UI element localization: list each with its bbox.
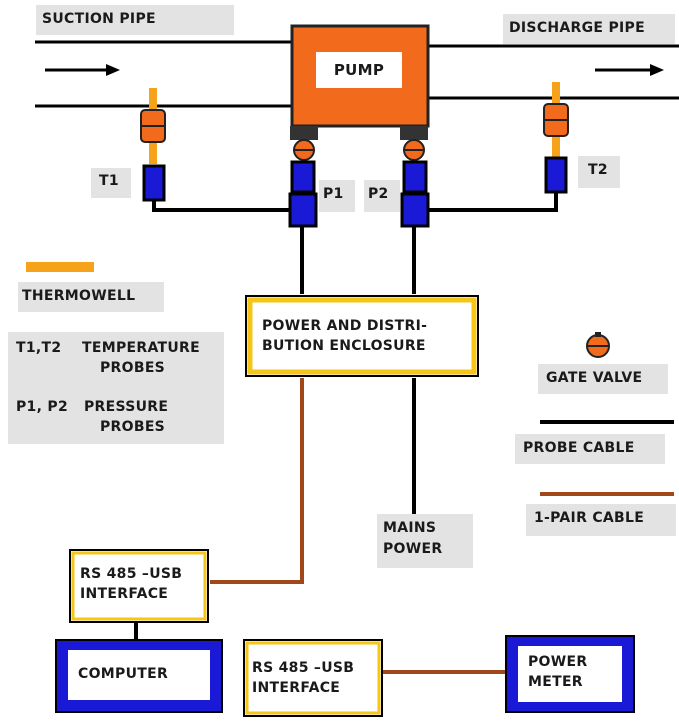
gate-valve-t1 xyxy=(140,109,166,143)
legend-p-desc-2: PROBES xyxy=(100,419,166,435)
legend-t-desc-1: TEMPERATURE xyxy=(82,340,200,356)
pump-label: PUMP xyxy=(333,61,385,79)
computer-label: COMPUTER xyxy=(78,666,169,682)
probe-p2 xyxy=(400,160,430,228)
rs485-bottom-box xyxy=(243,639,383,717)
legend-p-key: P1, P2 xyxy=(16,399,68,415)
pair-cable-network xyxy=(210,378,506,674)
mains-power-line1: MAINS xyxy=(383,520,437,536)
legend-thermowell-swatch xyxy=(26,262,94,272)
rs485-top-line1: RS 485 –USB xyxy=(80,566,183,582)
probe-p1 xyxy=(288,160,318,228)
enclosure-label-line1: POWER AND DISTRI- xyxy=(262,318,428,334)
pump-port-p2 xyxy=(400,126,428,161)
p1-label: P1 xyxy=(319,180,355,212)
t2-label: T2 xyxy=(578,156,620,188)
rs485-top-box xyxy=(69,549,209,623)
flow-arrow-left xyxy=(45,64,120,76)
gate-valve-t2 xyxy=(543,103,569,137)
suction-pipe xyxy=(35,40,292,108)
probe-t2 xyxy=(544,156,568,194)
thermowell-label: THERMOWELL xyxy=(18,282,164,312)
p2-label: P2 xyxy=(364,180,400,212)
enclosure-label-line2: BUTION ENCLOSURE xyxy=(262,338,426,354)
legend-gate-valve-icon xyxy=(586,332,610,358)
rs485-top-line2: INTERFACE xyxy=(80,586,169,602)
t1-label: T1 xyxy=(91,168,131,198)
legend-p-desc-1: PRESSURE xyxy=(84,399,169,415)
flow-arrow-right xyxy=(595,64,664,76)
pair-cable-label: 1-PAIR CABLE xyxy=(526,504,676,536)
discharge-pipe-label: DISCHARGE PIPE xyxy=(503,14,675,44)
probe-legend-panel xyxy=(8,332,224,444)
rs485-bottom-line2: INTERFACE xyxy=(252,680,341,696)
power-meter-line1: POWER xyxy=(528,654,588,670)
pump-port-p1 xyxy=(290,126,318,161)
probe-cable-network xyxy=(134,192,558,640)
rs485-bottom-line1: RS 485 –USB xyxy=(252,660,355,676)
mains-power-label: MAINS POWER xyxy=(377,514,473,568)
probe-cable-label: PROBE CABLE xyxy=(515,434,665,464)
legend-t-key: T1,T2 xyxy=(16,340,62,356)
probe-t1 xyxy=(142,164,166,202)
enclosure-box xyxy=(245,295,479,377)
legend-t-desc-2: PROBES xyxy=(100,360,166,376)
mains-power-line2: POWER xyxy=(383,541,443,557)
gate-valve-label: GATE VALVE xyxy=(538,364,668,394)
power-meter-line2: METER xyxy=(528,674,583,690)
suction-pipe-label: SUCTION PIPE xyxy=(36,5,234,35)
